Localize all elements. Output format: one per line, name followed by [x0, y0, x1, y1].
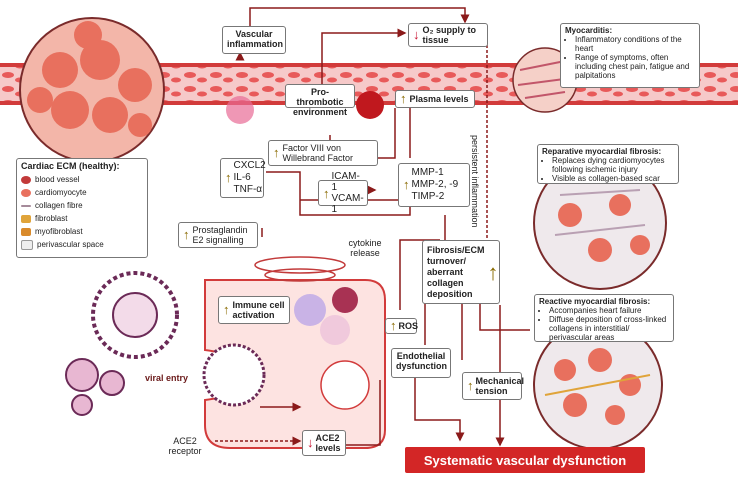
- mmp-label: MMP-2, -9: [411, 179, 459, 190]
- cytokine-release-label: cytokine release: [348, 238, 382, 258]
- systematic-label: Systematic vascular dysfunction: [423, 452, 627, 468]
- prostaglandin-box: ↑ Prostaglandin E2 signalling: [178, 222, 258, 248]
- plasma-levels-box: ↑ Plasma levels: [395, 90, 475, 108]
- cytokines-box: ↑ CXCL2 IL-6 TNF-α: [220, 158, 266, 198]
- reactive-fibrosis-box: Reactive myocardial fibrosis: Accompanie…: [534, 294, 674, 342]
- vcam-label: VCAM-1: [331, 193, 364, 215]
- legend-label: blood vessel: [35, 174, 80, 184]
- reactive-item: Accompanies heart failure: [549, 306, 669, 315]
- factor-viii-box: ↑ Factor VIII von Willebrand Factor: [268, 140, 378, 166]
- collagen-fibre-icon: [21, 204, 31, 207]
- legend-title: Cardiac ECM (healthy):: [21, 161, 120, 171]
- prostaglandin-label: Prostaglandin E2 signalling: [192, 225, 248, 245]
- legend-row: collagen fibre: [21, 199, 143, 212]
- mechanical-label: Mechanical tension: [475, 376, 525, 396]
- persistent-inflammation-label: persistent inflammation: [470, 135, 480, 228]
- fibrosis-box: Fibrosis/ECM turnover/ aberrant collagen…: [422, 240, 500, 304]
- cardiomyocyte-icon: [21, 188, 31, 197]
- endothelial-label: Endothelial dysfunction: [396, 351, 447, 371]
- legend-label: myofibroblast: [35, 226, 83, 236]
- reparative-fibrosis-illustration: [533, 156, 667, 290]
- reparative-item: Replaces dying cardiomyocytes following …: [552, 156, 674, 174]
- legend-label: cardiomyocyte: [35, 187, 87, 197]
- up-arrow-icon: ↑: [183, 227, 190, 242]
- mmp-label: MMP-1: [411, 167, 444, 178]
- legend-row: perivascular space: [21, 238, 143, 251]
- legend-label: collagen fibre: [35, 200, 83, 210]
- myocarditis-item: Range of symptoms, often including chest…: [575, 53, 695, 80]
- factor-viii-label: Factor VIII von Willebrand Factor: [282, 143, 354, 163]
- ace2-levels-label: ACE2 levels: [315, 433, 341, 453]
- reparative-item: Visible as collagen-based scar: [552, 174, 674, 183]
- o2-supply-label: O₂ supply to tissue: [422, 25, 477, 45]
- cardiac-ecm-legend: Cardiac ECM (healthy): blood vessel card…: [16, 158, 148, 258]
- timp-label: TIMP-2: [411, 191, 445, 202]
- virus-illustrations: [65, 271, 266, 416]
- ace2-levels-box: ↓ ACE2 levels: [302, 430, 346, 456]
- legend-row: cardiomyocyte: [21, 186, 143, 199]
- reparative-title: Reparative myocardial fibrosis:: [542, 147, 662, 156]
- endothelial-box: Endothelial dysfunction: [391, 348, 451, 378]
- legend-label: fibroblast: [35, 213, 68, 223]
- reactive-fibrosis-illustration: [533, 320, 663, 450]
- up-arrow-icon: ↑: [487, 259, 499, 285]
- myocarditis-item: Inflammatory conditions of the heart: [575, 35, 695, 53]
- plasma-levels-label: Plasma levels: [409, 94, 469, 104]
- myocarditis-title: Myocarditis:: [565, 26, 613, 35]
- ros-label: ROS: [398, 321, 419, 331]
- up-arrow-icon: ↑: [223, 302, 230, 317]
- down-arrow-icon: ↓: [413, 27, 420, 42]
- up-arrow-icon: ↑: [323, 185, 330, 201]
- fibroblast-icon: [21, 214, 31, 223]
- mmp-box: ↑ MMP-1 MMP-2, -9 TIMP-2: [398, 163, 470, 207]
- myocarditis-box: Myocarditis: Inflammatory conditions of …: [560, 23, 700, 88]
- up-arrow-icon: ↑: [467, 378, 474, 393]
- vascular-inflammation-label: Vascular inflammation: [227, 29, 284, 49]
- legend-row: blood vessel: [21, 173, 143, 186]
- perivascular-space-icon: [21, 239, 33, 250]
- immune-activation-box: ↑ Immune cell activation: [218, 296, 290, 324]
- icam-label: ICAM-1: [331, 171, 360, 193]
- up-arrow-icon: ↑: [273, 145, 280, 160]
- myofibroblast-icon: [21, 227, 31, 236]
- reparative-fibrosis-box: Reparative myocardial fibrosis: Replaces…: [537, 144, 679, 184]
- reactive-item: Diffuse deposition of cross-linked colla…: [549, 315, 669, 342]
- ros-box: ↑ ROS: [385, 318, 419, 334]
- pro-thrombotic-label: Pro-thrombotic environment: [292, 87, 347, 117]
- immune-activation-label: Immune cell activation: [232, 300, 285, 320]
- ace2-receptor-label: ACE2 receptor: [168, 436, 202, 456]
- up-arrow-icon: ↑: [225, 170, 232, 185]
- systematic-vascular-dysfunction-banner: Systematic vascular dysfunction: [405, 447, 645, 473]
- fibrosis-label: Fibrosis/ECM turnover/ aberrant collagen…: [427, 244, 485, 299]
- cytokine-label: CXCL2: [233, 160, 266, 171]
- cytokine-label: TNF-α: [233, 184, 263, 195]
- vascular-inflammation-box: Vascular inflammation: [222, 26, 286, 54]
- o2-supply-box: ↓ O₂ supply to tissue: [408, 23, 488, 47]
- viral-entry-label: viral entry: [145, 373, 189, 383]
- up-arrow-icon: ↑: [390, 318, 397, 333]
- blood-vessel-icon: [21, 175, 31, 184]
- legend-label: perivascular space: [37, 239, 104, 249]
- up-arrow-icon: ↑: [403, 177, 410, 192]
- legend-row: fibroblast: [21, 212, 143, 225]
- up-arrow-icon: ↑: [400, 91, 407, 106]
- icam-box: ↑ ICAM-1 VCAM-1: [318, 171, 368, 215]
- cytokine-label: IL-6: [233, 172, 251, 183]
- cardiac-tissue-illustration: [19, 17, 165, 163]
- pro-thrombotic-box: Pro-thrombotic environment: [285, 84, 355, 117]
- mechanical-tension-box: ↑ Mechanical tension: [462, 372, 525, 400]
- reactive-title: Reactive myocardial fibrosis:: [539, 297, 651, 306]
- down-arrow-icon: ↓: [307, 435, 314, 450]
- immune-cells-illustration: [226, 91, 384, 345]
- legend-row: myofibroblast: [21, 225, 143, 238]
